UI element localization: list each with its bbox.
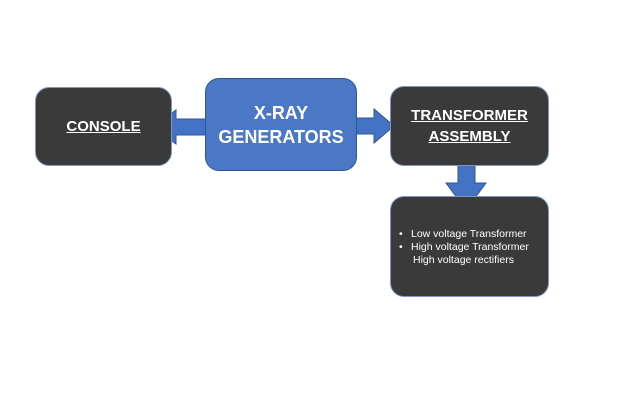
components-list: • Low voltage Transformer • High voltage T… — [399, 228, 549, 267]
transformer-label-line1: TRANSFORMER — [411, 107, 528, 124]
transformer-label-line2: ASSEMBLY — [428, 128, 511, 145]
bullet-icon: • — [399, 228, 403, 240]
bullet-icon: • — [399, 241, 403, 253]
xray-generators-node: X-RAY GENERATORS — [205, 78, 357, 171]
components-list-item: High voltage rectifiers — [399, 254, 549, 267]
console-label: CONSOLE — [66, 118, 141, 135]
transformer-assembly-node: TRANSFORMER ASSEMBLY — [390, 86, 549, 166]
components-node: • Low voltage Transformer • High voltage T… — [390, 196, 549, 297]
xray-label-line2: GENERATORS — [218, 126, 344, 147]
component-text: Low voltage Transformer — [411, 228, 527, 240]
xray-label-line1: X-RAY — [253, 102, 309, 123]
console-node: CONSOLE — [35, 87, 172, 166]
components-list-item: • High voltage Transformer — [399, 241, 549, 254]
component-text: High voltage Transformer — [411, 241, 529, 253]
components-list-item: • Low voltage Transformer — [399, 228, 549, 241]
component-text: High voltage rectifiers — [413, 254, 514, 266]
